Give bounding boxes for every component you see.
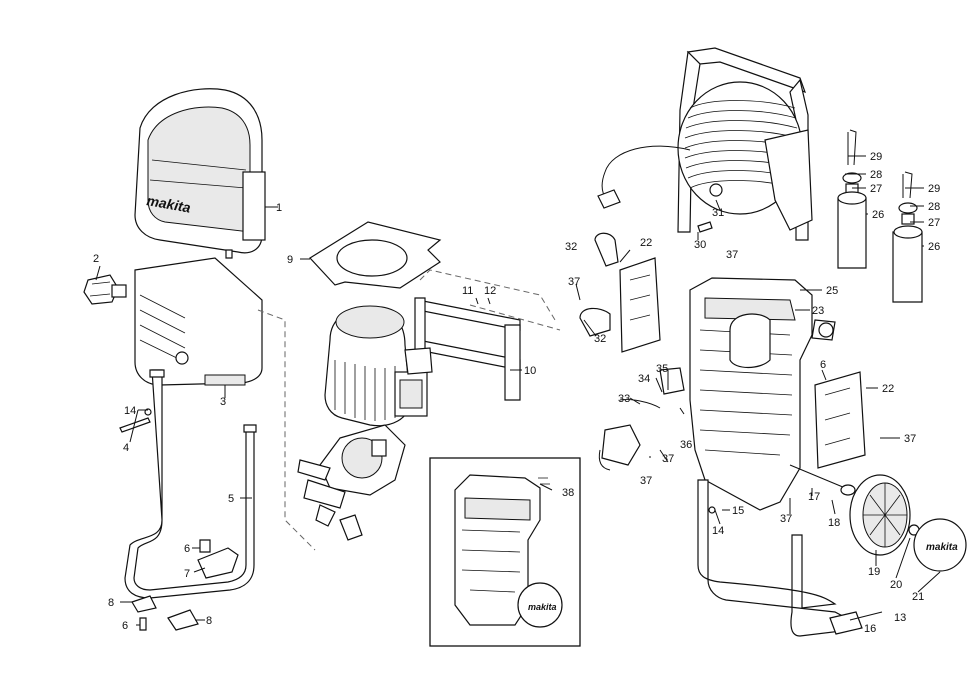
callout-label: 5 — [228, 493, 234, 505]
callout-label: 22 — [882, 383, 894, 395]
callout-label: 16 — [864, 623, 876, 635]
callout-label: 36 — [680, 439, 692, 451]
callout-label: 18 — [828, 517, 840, 529]
main-frame-part — [689, 277, 836, 511]
callout-label: 38 — [562, 487, 574, 499]
front-cover-part — [134, 257, 263, 386]
callout-label: 6 — [184, 543, 190, 555]
callout-label: 37 — [726, 249, 738, 261]
callout-label: 9 — [287, 254, 293, 266]
callout-label: 13 — [894, 612, 906, 624]
callout-label: 25 — [826, 285, 838, 297]
callout-label: 17 — [808, 491, 820, 503]
callout-label: 26 — [872, 209, 884, 221]
callout-label: 21 — [912, 591, 924, 603]
callout-label: 28 — [870, 169, 882, 181]
callout-label: 1 — [276, 202, 282, 214]
callout-label: 8 — [206, 615, 212, 627]
knob-part — [83, 274, 127, 305]
callout-label: 34 — [638, 373, 650, 385]
brand-logo-hubcap: makita — [926, 542, 958, 553]
callout-label: 3 — [220, 396, 226, 408]
gasket-part — [309, 221, 442, 289]
callout-label: 35 — [656, 363, 668, 375]
callout-label: 33 — [618, 393, 630, 405]
wheel-part: makita — [789, 464, 967, 572]
pump-part — [297, 424, 406, 541]
callout-label: 37 — [780, 513, 792, 525]
callout-label: 14 — [124, 405, 136, 417]
inset-detail-box: makita — [429, 457, 581, 647]
callout-label: 28 — [928, 201, 940, 213]
callout-label: 37 — [640, 475, 652, 487]
lower-handle-frame-part — [697, 479, 863, 637]
callout-label: 32 — [565, 241, 577, 253]
callout-label: 4 — [123, 442, 129, 454]
callout-label: 11 — [462, 285, 473, 297]
callout-label: 37 — [568, 276, 580, 288]
hose-reel-part — [597, 47, 813, 241]
brand-logo-inset: makita — [528, 602, 557, 612]
callout-label: 7 — [184, 568, 190, 580]
callout-label: 6 — [820, 359, 826, 371]
callout-label: 31 — [712, 207, 724, 219]
small-parts-left — [119, 249, 239, 631]
callout-label: 12 — [484, 285, 496, 297]
callout-label: 27 — [928, 217, 940, 229]
callout-label: 29 — [870, 151, 882, 163]
callout-label: 37 — [904, 433, 916, 445]
callout-label: 8 — [108, 597, 114, 609]
callout-label: 30 — [694, 239, 706, 251]
callout-label: 2 — [93, 253, 99, 265]
guide-dashed-lines — [257, 269, 561, 551]
callout-label: 19 — [868, 566, 880, 578]
callout-label: 32 — [594, 333, 606, 345]
hose-connector-part — [598, 367, 685, 471]
callout-label: 29 — [928, 183, 940, 195]
brackets-part — [414, 297, 521, 401]
motor-part — [324, 305, 433, 427]
callout-label: 37 — [662, 453, 674, 465]
callout-label: 14 — [712, 525, 724, 537]
brand-logo-cover: makita — [145, 192, 192, 215]
side-brackets-part — [579, 232, 866, 469]
callout-label: 15 — [732, 505, 744, 517]
callout-label: 26 — [928, 241, 940, 253]
callout-label: 27 — [870, 183, 882, 195]
lower-frame-part — [124, 369, 257, 599]
callout-label: 23 — [812, 305, 824, 317]
callout-label: 10 — [524, 365, 536, 377]
callout-label: 6 — [122, 620, 128, 632]
callout-labels: 1 2 3 4 5 6 7 8 6 8 14 9 10 11 12 29 28 … — [93, 151, 940, 635]
upper-cover-part: makita — [134, 88, 266, 254]
callout-label: 20 — [890, 579, 902, 591]
callout-label: 22 — [640, 237, 652, 249]
